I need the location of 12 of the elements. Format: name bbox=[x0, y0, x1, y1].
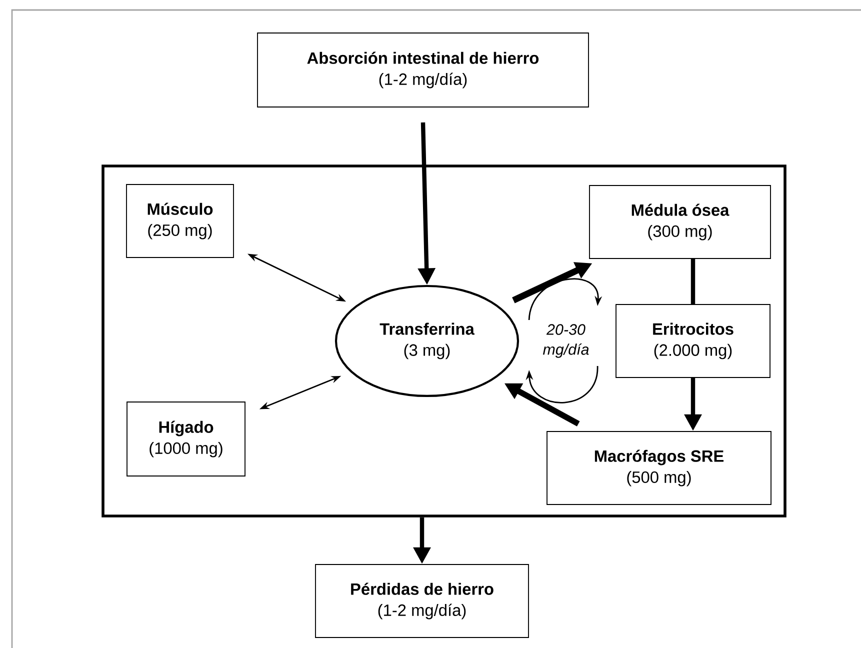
process-box: Pérdidas de hierro (1-2 mg/día) bbox=[315, 564, 529, 638]
process-box: Músculo (250 mg) bbox=[126, 184, 234, 258]
connector-line bbox=[690, 258, 696, 304]
cycle-arrow bbox=[528, 278, 602, 320]
process-box: Absorción intestinal de hierro (1-2 mg/día) bbox=[257, 32, 589, 108]
process-box: Macrófagos SRE (500 mg) bbox=[546, 431, 772, 505]
process-box: Médula ósea (300 mg) bbox=[589, 185, 771, 259]
rate-label: 20-30 mg/día bbox=[542, 324, 589, 358]
process-box: Hígado (1000 mg) bbox=[126, 402, 246, 476]
compartment-box bbox=[102, 164, 786, 518]
process-box: Eritrocitos (2.000 mg) bbox=[616, 304, 770, 378]
cycle-arrow bbox=[526, 366, 598, 404]
